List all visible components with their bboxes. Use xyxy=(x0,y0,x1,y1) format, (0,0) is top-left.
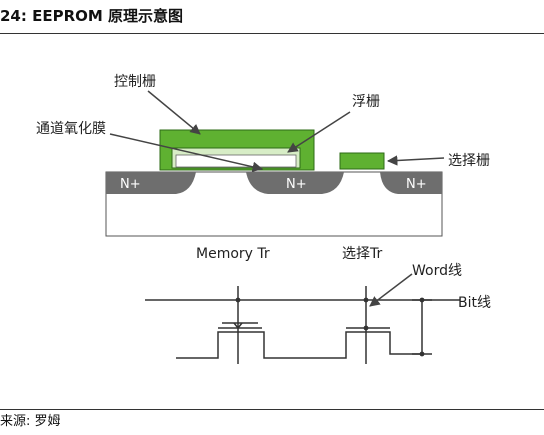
n-plus-right xyxy=(380,172,442,194)
bit-line-label: Bit线 xyxy=(458,295,491,311)
n-plus-middle xyxy=(246,172,344,194)
select-gate-label: 选择栅 xyxy=(448,153,490,169)
control-gate-label: 控制栅 xyxy=(114,74,156,90)
tunnel-oxide-arrow xyxy=(109,133,264,172)
control-gate-arrow xyxy=(147,90,201,135)
select-tr-label: 选择Tr xyxy=(342,246,382,262)
n-plus-right-label: N+ xyxy=(406,177,427,192)
circuit-schematic xyxy=(145,286,460,364)
source-rule xyxy=(0,409,544,410)
figure-title: 24: EEPROM 原理示意图 xyxy=(0,7,184,25)
tunnel-oxide xyxy=(175,154,297,168)
select-gate-arrow xyxy=(386,155,445,166)
floating-gate-arrow xyxy=(287,111,351,153)
channel-path xyxy=(176,331,422,359)
title-rule xyxy=(0,33,544,34)
floating-gate-label: 浮栅 xyxy=(352,94,380,110)
tunnel-oxide-label: 通道氧化膜 xyxy=(36,121,106,137)
eeprom-diagram: N+ N+ N+ 控制栅 浮栅 通道氧化膜 选择栅 Memory Tr 选择Tr xyxy=(36,74,491,364)
select-gate-dot xyxy=(363,325,369,331)
n-plus-left xyxy=(106,172,196,194)
n-plus-left-label: N+ xyxy=(120,177,141,192)
bit-line-dot xyxy=(419,297,425,303)
select-gate xyxy=(339,152,385,170)
source-note: 来源: 罗姆 xyxy=(0,414,61,429)
gate-coupling-mark xyxy=(233,322,243,330)
drain-dot xyxy=(419,351,425,357)
memory-tr-label: Memory Tr xyxy=(196,246,270,262)
memory-junction-dot xyxy=(235,297,241,303)
select-junction-dot xyxy=(363,297,369,303)
n-plus-middle-label: N+ xyxy=(286,177,307,192)
word-line-label: Word线 xyxy=(412,263,462,279)
word-line-arrow xyxy=(369,273,413,307)
